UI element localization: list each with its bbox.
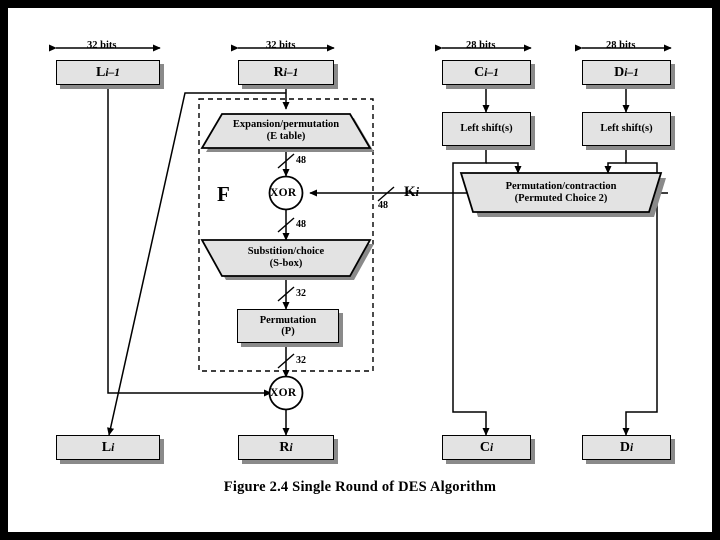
register-d-prev: Di–1: [582, 60, 671, 85]
bitwidth-p-to-xor: 32: [296, 355, 306, 366]
bitwidth-key-to-xor: 48: [378, 200, 388, 211]
register-r-next: Ri: [238, 435, 334, 460]
pc2-shape: [459, 172, 663, 213]
register-l-next-label: Li: [101, 439, 115, 455]
dim-label-d-width: 28 bits: [606, 40, 636, 51]
permutation-line1: Permutation: [259, 314, 317, 326]
register-l-next: Li: [56, 435, 160, 460]
expansion-line1: Expansion/permutation: [232, 119, 340, 131]
f-function-label: F: [217, 182, 230, 206]
register-d-next: Di: [582, 435, 671, 460]
figure-sheet: 32 bits 32 bits 28 bits 28 bits Li–1 Ri–…: [8, 8, 712, 532]
dim-label-left-half: 32 bits: [87, 40, 117, 51]
expansion-permutation-block: Expansion/permutation (E table): [202, 114, 370, 148]
xor-f-circle: [268, 175, 304, 211]
xor-round-circle: [268, 375, 304, 411]
dim-label-right-half: 32 bits: [266, 40, 296, 51]
bitwidth-sbox-to-p: 32: [296, 288, 306, 299]
permutation-line2: (P): [281, 326, 295, 337]
expansion-shape: [200, 113, 372, 149]
substitution-shape: [200, 239, 372, 277]
register-c-next: Ci: [442, 435, 531, 460]
register-c-prev-label: Ci–1: [474, 64, 499, 80]
substitution-line2: (S-box): [269, 258, 303, 269]
pc2-line2: (Permuted Choice 2): [514, 192, 608, 204]
substitution-line1: Substition/choice: [247, 246, 325, 258]
register-r-prev-label: Ri–1: [273, 64, 299, 80]
f-function-boundary: [198, 98, 374, 372]
connector-layer: [48, 44, 672, 436]
pc2-block: Permutation/contraction (Permuted Choice…: [461, 173, 661, 212]
expansion-line2: (E table): [266, 131, 306, 142]
dim-label-c-width: 28 bits: [466, 40, 496, 51]
xor-round-label: XOR: [270, 387, 297, 399]
register-c-prev: Ci–1: [442, 60, 531, 85]
pc2-line1: Permutation/contraction: [505, 180, 617, 192]
register-d-next-label: Di: [619, 439, 634, 455]
left-shift-c-block: Left shift(s): [442, 112, 531, 146]
permutation-block: Permutation (P): [237, 309, 339, 343]
bitwidth-xor-to-sbox: 48: [296, 219, 306, 230]
register-d-prev-label: Di–1: [614, 64, 639, 80]
substitution-choice-block: Substition/choice (S-box): [202, 240, 370, 276]
left-shift-d-block: Left shift(s): [582, 112, 671, 146]
register-r-next-label: Ri: [279, 439, 293, 455]
register-c-next-label: Ci: [479, 439, 494, 455]
subkey-label: Ki: [404, 184, 420, 200]
bitwidth-e-to-xor: 48: [296, 155, 306, 166]
register-l-prev: Li–1: [56, 60, 160, 85]
register-r-prev: Ri–1: [238, 60, 334, 85]
xor-f-label: XOR: [270, 187, 297, 199]
register-l-prev-label: Li–1: [96, 64, 120, 80]
figure-caption: Figure 2.4 Single Round of DES Algorithm: [223, 479, 497, 495]
